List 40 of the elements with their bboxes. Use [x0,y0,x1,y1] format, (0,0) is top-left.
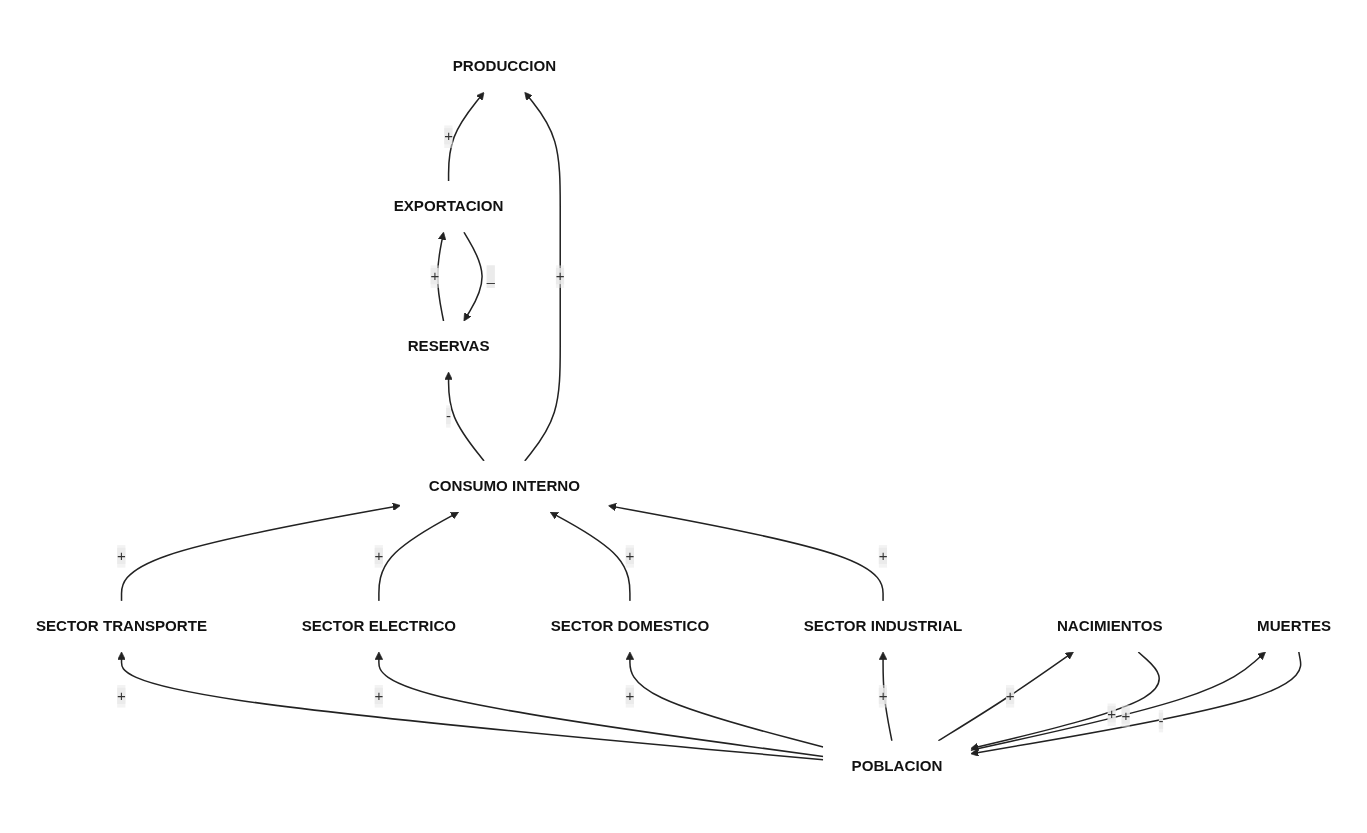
arrow [549,511,631,602]
node-text: CONSUMO INTERNO [428,477,581,495]
edge-label: - [1158,712,1164,729]
node-text: RESERVAS [407,338,490,355]
arrow [969,651,1266,751]
arrow [608,502,884,602]
edge-label: + [878,547,888,564]
edge-label: + [117,547,126,564]
edge-label: + [1121,707,1131,724]
edge-label: + [555,268,565,285]
node-text: SECTOR TRANSPORTE [35,617,208,634]
node-text: PRODUCCION [452,58,557,75]
node-text: NACIMIENTOS [1056,617,1163,634]
arrow [447,91,485,182]
edge-label: + [117,687,126,704]
edge-label: + [625,687,635,704]
arrow [463,231,483,322]
edge-label: + [374,547,384,564]
node-text: EXPORTACION [393,198,504,215]
edge-label: + [625,547,635,564]
edge-label: - [446,407,452,425]
arrow [436,231,447,322]
node-text: SECTOR DOMESTICO [550,617,710,634]
arrow [937,651,1074,742]
node-text: SECTOR ELECTRICO [301,617,457,634]
arrow [970,651,1160,751]
arrow [120,502,401,602]
edge-label: + [444,128,453,145]
edge-label: + [1005,687,1015,704]
arrow [970,651,1302,757]
node-text: SECTOR INDUSTRIAL [803,617,963,634]
edge-label: + [1107,706,1117,723]
arrow [524,91,561,462]
node-text: MUERTES [1257,617,1332,634]
node-text: POBLACION [851,757,943,774]
edge-label: _ [486,268,495,285]
arrow [378,511,459,602]
edge-label: + [430,268,440,285]
edge-label: + [374,687,384,704]
edge-label: + [878,687,888,704]
